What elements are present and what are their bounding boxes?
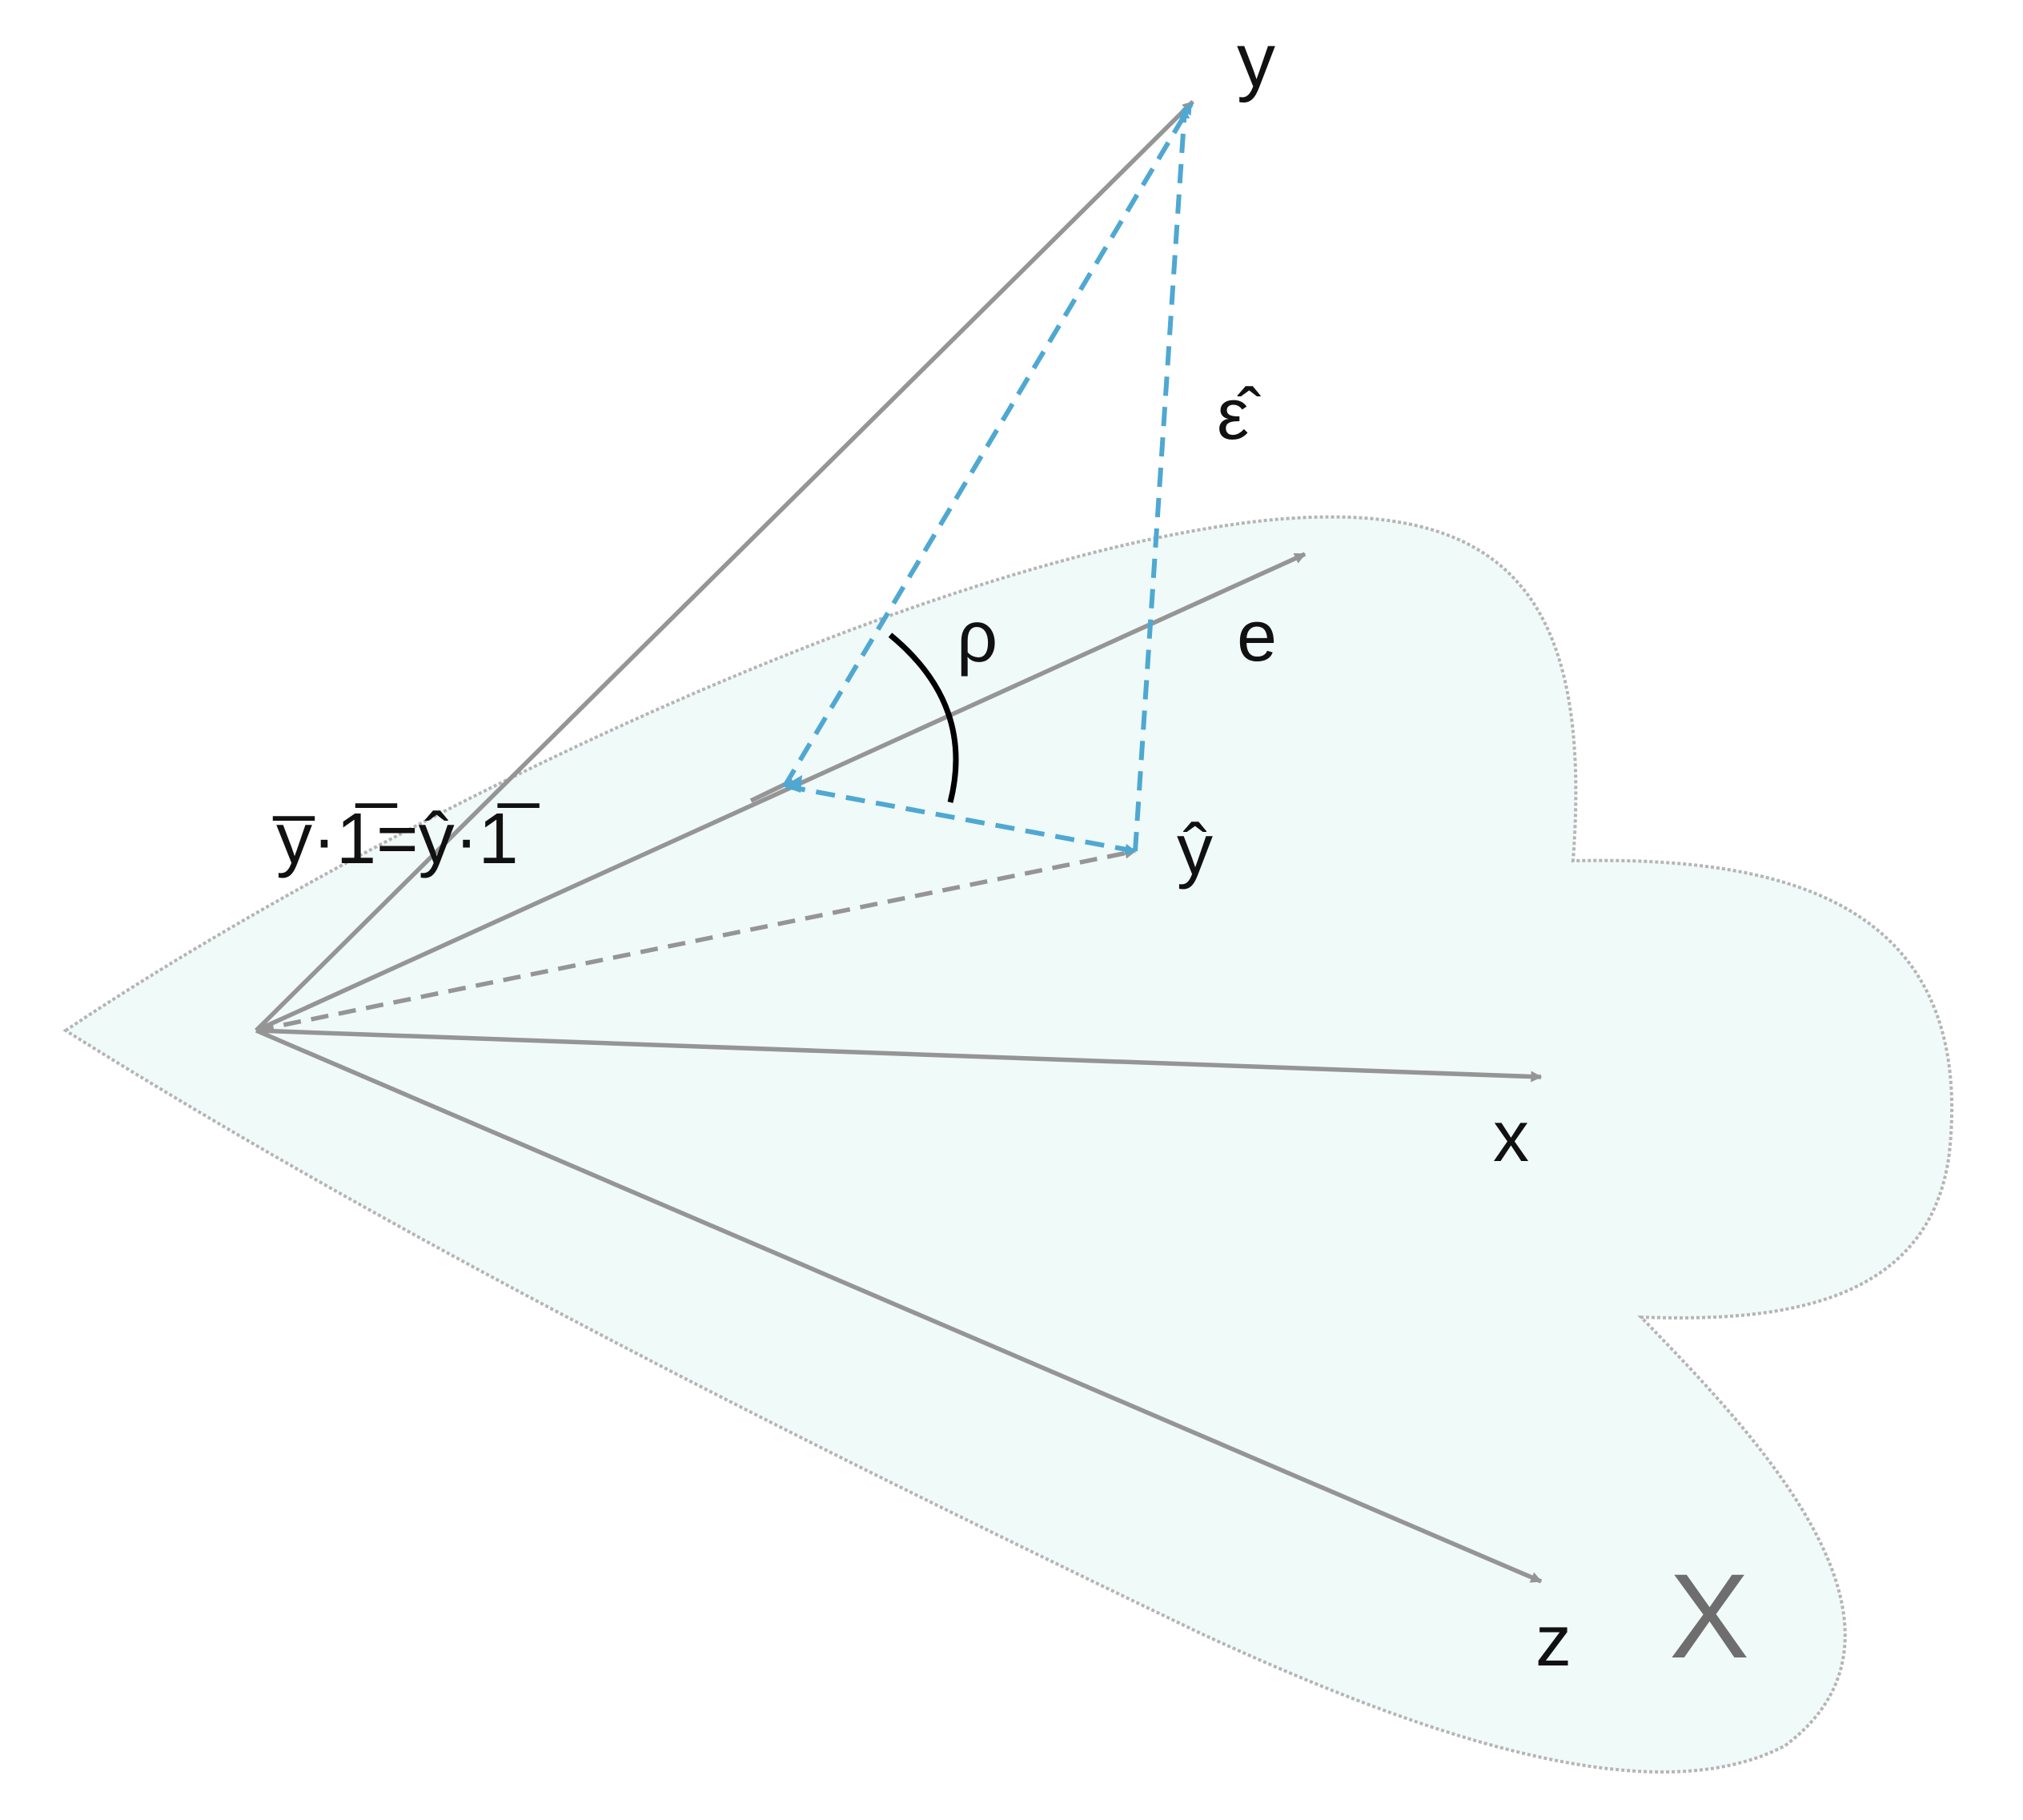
y-hat-label: ŷ bbox=[1177, 810, 1213, 890]
mean-point-arrowhead bbox=[783, 775, 802, 793]
centered-y-line bbox=[782, 102, 1194, 788]
rho-label: ρ bbox=[957, 597, 997, 677]
mean-equation-label: y̅·1̅=ŷ·1̅ bbox=[272, 799, 540, 879]
y-label: y bbox=[1237, 18, 1275, 103]
x-vector bbox=[255, 1028, 1543, 1083]
y-hat-vector bbox=[255, 847, 1137, 1033]
z-vector bbox=[255, 1028, 1543, 1584]
predictor-space-label: X bbox=[1669, 1549, 1749, 1683]
e-label: e bbox=[1237, 597, 1277, 677]
z-label: z bbox=[1535, 1601, 1571, 1681]
predictor-space-plane bbox=[62, 515, 1954, 1774]
residual-line bbox=[1133, 106, 1190, 852]
rho-angle-arc bbox=[888, 633, 959, 803]
epsilon-hat-label: ε̂ bbox=[1217, 375, 1261, 455]
x-label: x bbox=[1493, 1097, 1529, 1177]
y-vector bbox=[255, 100, 1194, 1032]
e-vector bbox=[255, 552, 1307, 1033]
